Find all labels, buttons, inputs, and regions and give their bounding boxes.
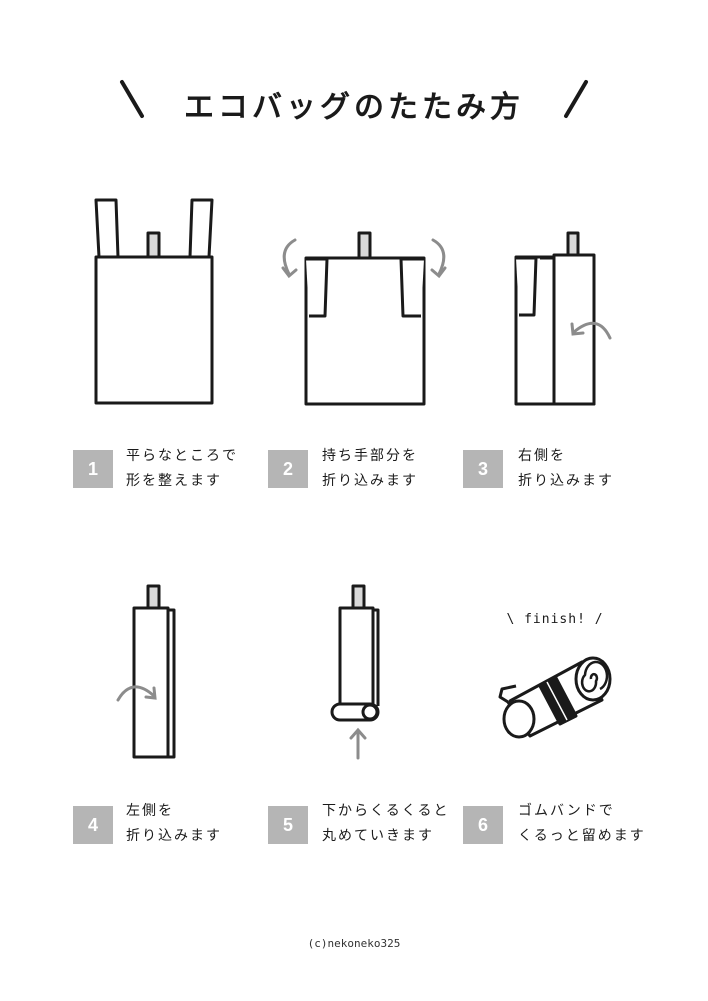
page-title: エコバッグのたたみ方	[184, 90, 524, 125]
title-left-slash	[120, 80, 144, 118]
step-4-bag-illustration	[116, 584, 176, 759]
step-6-badge: 6	[463, 806, 503, 844]
step-5-badge: 5	[268, 806, 308, 844]
step-6-line-2: くるっと留めます	[518, 828, 646, 844]
step-1-text: 平らなところで 形を整えます	[126, 444, 238, 494]
step-3-text: 右側を 折り込みます	[518, 444, 614, 494]
step-5-bag-illustration	[330, 584, 380, 760]
step-2-text: 持ち手部分を 折り込みます	[322, 444, 418, 494]
title-right-slash	[564, 80, 588, 118]
step-1-bag-illustration	[94, 198, 214, 405]
step-4-line-1: 左側を	[126, 803, 174, 819]
step-6-text: ゴムバンドで くるっと留めます	[518, 799, 646, 849]
step-6-line-1: ゴムバンドで	[518, 803, 615, 819]
step-6-roll-illustration	[498, 656, 612, 739]
step-4-text: 左側を 折り込みます	[126, 799, 222, 849]
credit: (c)nekoneko325	[307, 937, 401, 950]
step-2-line-1: 持ち手部分を	[322, 448, 418, 464]
step-3-bag-illustration	[514, 231, 612, 406]
step-3-line-1: 右側を	[518, 448, 566, 464]
step-5-line-2: 丸めていきます	[322, 828, 434, 844]
step-5-text: 下からくるくると 丸めていきます	[322, 799, 449, 849]
finish-label: \ finish! /	[506, 612, 604, 627]
step-4-badge: 4	[73, 806, 113, 844]
step-1-line-1: 平らなところで	[126, 448, 238, 464]
step-3-badge: 3	[463, 450, 503, 488]
step-1-line-2: 形を整えます	[126, 473, 222, 489]
step-1-badge: 1	[73, 450, 113, 488]
title-row: エコバッグのたたみ方	[0, 78, 708, 128]
step-3-line-2: 折り込みます	[518, 473, 614, 489]
step-2-line-2: 折り込みます	[322, 473, 418, 489]
step-2-badge: 2	[268, 450, 308, 488]
step-5-line-1: 下からくるくると	[322, 803, 450, 819]
step-2-bag-illustration	[281, 231, 447, 406]
step-4-line-2: 折り込みます	[126, 828, 222, 844]
